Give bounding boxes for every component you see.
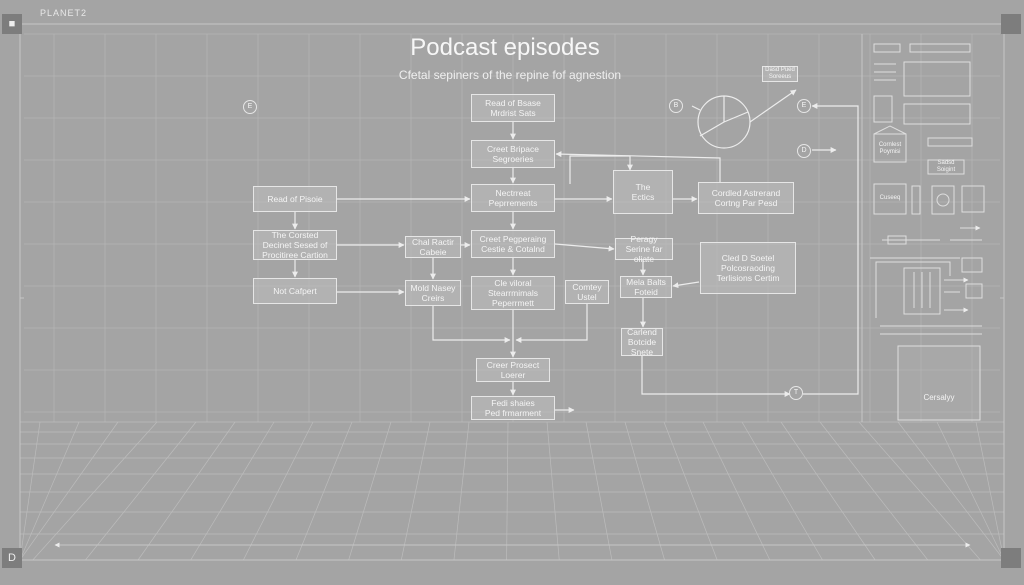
circle-marker: E	[243, 100, 257, 114]
floor-line	[85, 421, 197, 561]
floor-line	[453, 421, 470, 561]
flow-node: Carlend Botcide Snete	[621, 327, 663, 357]
diagram-subtitle: Cfetal sepiners of the repine fof agnest…	[398, 68, 622, 82]
connector-arrow	[555, 151, 721, 182]
icon-panel	[870, 43, 985, 421]
floor-line	[585, 421, 613, 561]
flow-node: Fedi shaies Ped frmarment	[471, 396, 555, 420]
floor-line	[19, 421, 41, 561]
panel-label: Cuseeq	[879, 194, 901, 201]
floor-line	[819, 421, 929, 561]
flow-node: Cled D Soetel Polcosraoding Terlisions C…	[700, 242, 796, 294]
flow-node: Read of Pisoie	[253, 186, 337, 212]
connector-arrow	[641, 356, 791, 397]
floor-line	[32, 421, 158, 561]
floor-line	[506, 421, 509, 561]
floor-line	[546, 421, 560, 561]
perspective-floor	[19, 421, 1005, 561]
frame-lines	[19, 23, 1005, 561]
floor-line	[858, 421, 981, 561]
flow-node: The Ectics	[613, 170, 673, 214]
flow-node: Creet Bripace Segroeries	[471, 140, 555, 168]
circle-marker: E	[797, 99, 811, 113]
connector-arrow	[803, 103, 859, 395]
floor-line	[295, 421, 353, 561]
floor-line	[624, 421, 665, 561]
connector-arrow	[515, 304, 588, 343]
circle-marker: T	[789, 386, 803, 400]
connector-arrow	[432, 306, 511, 343]
floor-line	[243, 421, 314, 561]
flow-node: Read of Bsase Mrdrist Sats	[471, 94, 555, 122]
brand-label: PLANET2	[40, 8, 88, 18]
flow-node: Creet Pegperaing Cestie & Cotalnd	[471, 230, 555, 258]
corner-marker-top-left: ■	[2, 14, 22, 34]
pie-chart-graphic	[691, 89, 797, 149]
flow-node: Mold Nasey Creirs	[405, 280, 461, 306]
icon-panel-arrows	[944, 225, 981, 313]
connector-arrow	[554, 243, 615, 252]
diagram-title: Podcast episodes	[410, 34, 600, 61]
floor-line	[400, 421, 431, 561]
floor-line	[19, 421, 80, 561]
floor-line	[741, 421, 823, 561]
floor-line	[348, 421, 392, 561]
flow-node: Peragy Serine far oliate	[615, 234, 673, 264]
flow-node: Chal Ractir Cabeie	[405, 236, 461, 258]
connector-arrow	[569, 155, 633, 184]
floor-line	[780, 421, 876, 561]
flow-node: Cle viloral Stearrmimals Peperrmett	[471, 276, 555, 310]
flow-node: The Corsted Decinet Sesed of Procitiree …	[253, 230, 337, 260]
flow-node: Mela Balts Foteid	[620, 276, 672, 298]
panel-label: Sadsd Soigint	[936, 160, 956, 173]
connector-arrow	[672, 281, 700, 289]
flow-node: Comtey Ustel	[565, 280, 609, 304]
chart-legend-label: Dasd Pued Soreeus	[762, 66, 798, 82]
corner-marker-top-right	[1001, 14, 1021, 34]
circle-marker: D	[797, 144, 811, 158]
flow-node: Creer Prosect Loerer	[476, 358, 550, 382]
floor-line	[137, 421, 236, 561]
floor-line	[663, 421, 718, 561]
corner-marker-bottom-right	[1001, 548, 1021, 568]
floor-line	[975, 421, 1005, 561]
panel-label: Cersalyy	[923, 393, 955, 402]
flow-node: Not Cafpert	[253, 278, 337, 304]
corner-marker-bottom-left: D	[2, 548, 22, 568]
floor-line	[897, 421, 1005, 561]
flow-node: Nectrreat Peprrements	[471, 184, 555, 212]
floor-line	[702, 421, 771, 561]
flow-node: Cordled Astrerand Cortng Par Pesd	[698, 182, 794, 214]
floor-line	[190, 421, 275, 561]
panel-label: Cornlest Poymisi	[878, 142, 902, 155]
circle-marker: B	[669, 99, 683, 113]
connector-arrows	[292, 103, 859, 413]
floor-line	[936, 421, 1005, 561]
floor-line	[19, 421, 119, 561]
